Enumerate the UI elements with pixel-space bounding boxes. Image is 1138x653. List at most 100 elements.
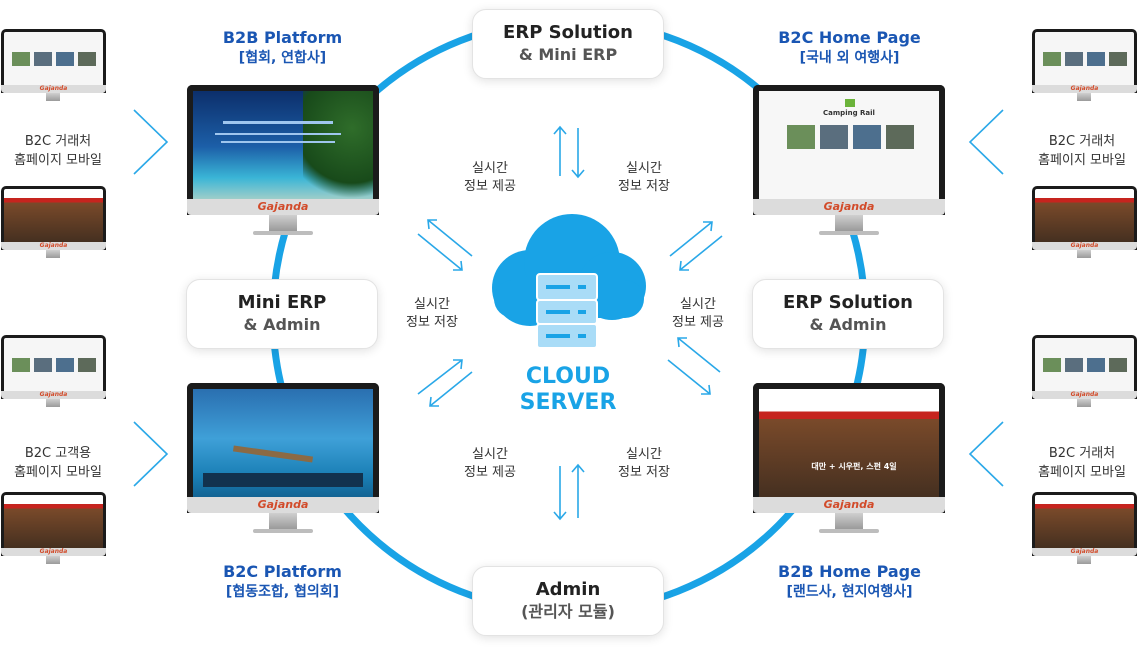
mobile-bottom-right-l1: B2C 거래처: [1048, 446, 1116, 461]
arrow-pair-top: [553, 125, 585, 179]
connector-bottom-left: [133, 421, 169, 487]
thumb-tour-bottom-right: Gajanda: [1032, 492, 1137, 567]
mobile-top-right-l1: B2C 거래처: [1048, 134, 1116, 149]
node-admin-line1: Admin: [535, 579, 601, 600]
flow-top-left-l2: 정보 제공: [464, 179, 516, 194]
palm-image: [303, 91, 373, 215]
flow-bottom-left-l1: 실시간: [472, 447, 508, 462]
flow-mid-left-l1: 실시간: [414, 297, 450, 312]
node-mini-erp-admin: Mini ERP & Admin: [186, 279, 378, 349]
server-icon: [536, 273, 598, 349]
brand-logo: Gajanda: [1032, 85, 1137, 93]
thumb-camping-bottom-right: Gajanda: [1032, 335, 1137, 410]
flow-label-mid-right: 실시간 정보 제공: [658, 296, 738, 332]
label-b2b-platform-sub: [협회, 연합사]: [238, 50, 327, 66]
tour-caption: 대만 + 시우펀, 스펀 4일: [811, 462, 897, 471]
label-b2c-platform: B2C Platform [협동조합, 협의회]: [200, 562, 365, 602]
monitor-b2b-platform: Gajanda: [187, 85, 379, 238]
node-admin-line2: (관리자 모듈): [521, 602, 615, 621]
label-b2c-home-title: B2C Home Page: [778, 28, 921, 47]
node-erp-mini-line2: & Mini ERP: [518, 45, 618, 64]
mobile-top-right-l2: 홈페이지 모바일: [1038, 153, 1126, 168]
brand-logo: Gajanda: [1, 242, 106, 250]
connector-bottom-right: [968, 421, 1004, 487]
connector-top-left: [133, 109, 169, 175]
label-b2b-home: B2B Home Page [랜드사, 현지여행사]: [767, 562, 932, 602]
flow-top-right-l2: 정보 저장: [618, 179, 670, 194]
flow-bottom-right-l1: 실시간: [626, 447, 662, 462]
node-admin: Admin (관리자 모듈): [472, 566, 664, 636]
connector-top-right: [968, 109, 1004, 175]
thumb-tour-top-left: Gajanda: [1, 186, 106, 261]
label-b2c-home: B2C Home Page [국내 외 여행사]: [767, 28, 932, 68]
mobile-bottom-left-l1: B2C 고객용: [24, 446, 92, 461]
flow-mid-left-l2: 정보 저장: [406, 315, 458, 330]
thumb-camping-top-left: Gajanda: [1, 29, 106, 104]
cloud-title-line2: SERVER: [519, 390, 617, 415]
label-b2b-platform-title: B2B Platform: [222, 28, 343, 47]
arrow-pair-lower-right: [667, 337, 721, 395]
monitor-b2c-platform: Gajanda: [187, 383, 379, 536]
flow-top-left-l1: 실시간: [472, 161, 508, 176]
mobile-label-bottom-right: B2C 거래처 홈페이지 모바일: [1027, 444, 1137, 482]
brand-logo: Gajanda: [1, 85, 106, 93]
label-b2c-home-sub: [국내 외 여행사]: [799, 50, 900, 66]
thumb-tour-bottom-left: Gajanda: [1, 492, 106, 567]
brand-logo: Gajanda: [753, 497, 945, 513]
node-erp-mini: ERP Solution & Mini ERP: [472, 9, 664, 79]
flow-label-bottom-right: 실시간 정보 저장: [604, 446, 684, 482]
thumb-camping-bottom-left: Gajanda: [1, 335, 106, 410]
flow-bottom-right-l2: 정보 저장: [618, 465, 670, 480]
node-mini-erp-line2: & Admin: [243, 315, 321, 334]
node-erp-admin-line2: & Admin: [809, 315, 887, 334]
arrow-pair-lower-left: [417, 359, 473, 407]
arrow-pair-upper-left: [417, 219, 473, 271]
screen-b2c-platform: [187, 383, 379, 513]
screen-b2c-home: Camping Rail: [753, 85, 945, 215]
mobile-bottom-left-l2: 홈페이지 모바일: [14, 465, 102, 480]
camping-title: Camping Rail: [823, 109, 875, 117]
label-b2b-home-title: B2B Home Page: [778, 562, 921, 581]
mobile-bottom-right-l2: 홈페이지 모바일: [1038, 465, 1126, 480]
arrow-pair-upper-right: [669, 221, 723, 271]
node-mini-erp-line1: Mini ERP: [237, 292, 327, 313]
brand-logo: Gajanda: [1032, 391, 1137, 399]
mobile-top-left-l2: 홈페이지 모바일: [14, 153, 102, 168]
screen-b2b-platform: [187, 85, 379, 215]
flow-top-right-l1: 실시간: [626, 161, 662, 176]
pier-image: [232, 445, 314, 463]
mobile-top-left-l1: B2C 거래처: [24, 134, 92, 149]
brand-logo: Gajanda: [187, 199, 379, 215]
monitor-b2b-home: 대만 + 시우펀, 스펀 4일 Gajanda: [753, 383, 945, 536]
mobile-label-bottom-left: B2C 고객용 홈페이지 모바일: [3, 444, 113, 482]
brand-logo: Gajanda: [1, 391, 106, 399]
label-b2c-platform-sub: [협동조합, 협의회]: [225, 584, 340, 600]
flow-label-mid-left: 실시간 정보 저장: [392, 296, 472, 332]
brand-logo: Gajanda: [1032, 548, 1137, 556]
arrow-pair-bottom: [553, 463, 585, 521]
thumb-tour-top-right: Gajanda: [1032, 186, 1137, 261]
flow-label-top-left: 실시간 정보 제공: [450, 160, 530, 196]
label-b2b-home-sub: [랜드사, 현지여행사]: [786, 584, 913, 600]
flow-mid-right-l2: 정보 제공: [672, 315, 724, 330]
mobile-label-top-left: B2C 거래처 홈페이지 모바일: [3, 132, 113, 170]
flow-mid-right-l1: 실시간: [680, 297, 716, 312]
label-b2c-platform-title: B2C Platform: [223, 562, 342, 581]
brand-logo: Gajanda: [753, 199, 945, 215]
mobile-label-top-right: B2C 거래처 홈페이지 모바일: [1027, 132, 1137, 170]
thumb-camping-top-right: Gajanda: [1032, 29, 1137, 104]
node-erp-mini-line1: ERP Solution: [503, 22, 633, 43]
flow-label-bottom-left: 실시간 정보 제공: [450, 446, 530, 482]
monitor-b2c-home: Camping Rail Gajanda: [753, 85, 945, 238]
node-erp-admin: ERP Solution & Admin: [752, 279, 944, 349]
node-erp-admin-line1: ERP Solution: [783, 292, 913, 313]
brand-logo: Gajanda: [1, 548, 106, 556]
brand-logo: Gajanda: [1032, 242, 1137, 250]
cloud-title-line1: CLOUD: [525, 364, 611, 389]
flow-label-top-right: 실시간 정보 저장: [604, 160, 684, 196]
label-b2b-platform: B2B Platform [협회, 연합사]: [200, 28, 365, 68]
screen-b2b-home: 대만 + 시우펀, 스펀 4일: [753, 383, 945, 513]
flow-bottom-left-l2: 정보 제공: [464, 465, 516, 480]
brand-logo: Gajanda: [187, 497, 379, 513]
